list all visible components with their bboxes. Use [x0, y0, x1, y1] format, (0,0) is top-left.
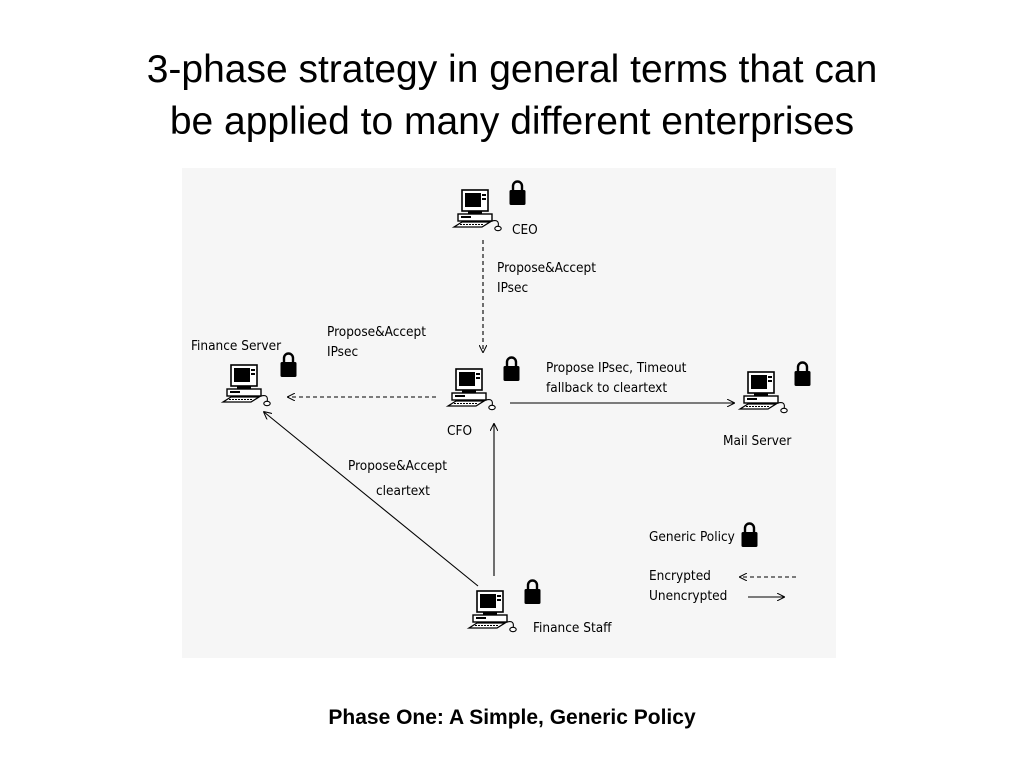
- edge-cfo-mail-server-label-2: fallback to cleartext: [546, 380, 667, 396]
- finance-server-computer-icon: [222, 364, 272, 407]
- edge-cfo-finance-server-label-2: IPsec: [327, 344, 358, 360]
- finance-staff-padlock-icon: [523, 579, 542, 606]
- edge-cfo-finance-server-label-1: Propose&Accept: [327, 324, 426, 340]
- edge-ceo-cfo-label-2: IPsec: [497, 280, 528, 296]
- ceo-label: CEO: [512, 222, 538, 238]
- cfo-padlock-icon: [502, 356, 521, 383]
- ceo-padlock-icon: [508, 180, 527, 207]
- cfo-node: CFO: [447, 356, 521, 439]
- finance-staff-label: Finance Staff: [533, 620, 612, 636]
- title-line-2: be applied to many different enterprises: [169, 100, 855, 143]
- legend-encrypted-label: Encrypted: [649, 568, 711, 584]
- mail-server-label: Mail Server: [723, 433, 791, 449]
- network-diagram: CEO Finance Server CFO Mail Server Finan…: [182, 168, 836, 658]
- edge-ceo-cfo-label-1: Propose&Accept: [497, 260, 596, 276]
- edge-finance-staff-to-finance-server: [264, 412, 479, 587]
- finance-server-node: Finance Server: [191, 338, 298, 407]
- mail-server-padlock-icon: [793, 361, 812, 388]
- mail-server-computer-icon: [739, 371, 789, 414]
- mail-server-node: Mail Server: [723, 361, 812, 449]
- edge-staff-finance-server-label-1: Propose&Accept: [348, 458, 447, 474]
- legend-generic-policy-label: Generic Policy: [649, 529, 735, 545]
- slide-caption: Phase One: A Simple, Generic Policy: [328, 706, 696, 729]
- slide-title: 3-phase strategy in general terms that c…: [0, 44, 1024, 148]
- legend-padlock-icon: [740, 522, 759, 549]
- finance-staff-node: Finance Staff: [468, 579, 612, 636]
- cfo-computer-icon: [447, 368, 497, 411]
- finance-server-label: Finance Server: [191, 338, 281, 354]
- edge-staff-finance-server-label-2: cleartext: [376, 483, 430, 499]
- finance-server-padlock-icon: [279, 352, 298, 379]
- legend: Generic Policy Encrypted Unencrypted: [649, 522, 796, 604]
- ceo-computer-icon: [453, 189, 503, 232]
- finance-staff-computer-icon: [468, 590, 518, 633]
- title-line-1: 3-phase strategy in general terms that c…: [146, 48, 878, 91]
- legend-unencrypted-label: Unencrypted: [649, 588, 727, 604]
- ceo-node: CEO: [453, 180, 538, 238]
- edge-cfo-mail-server-label-1: Propose IPsec, Timeout: [546, 360, 687, 376]
- cfo-label: CFO: [447, 423, 472, 439]
